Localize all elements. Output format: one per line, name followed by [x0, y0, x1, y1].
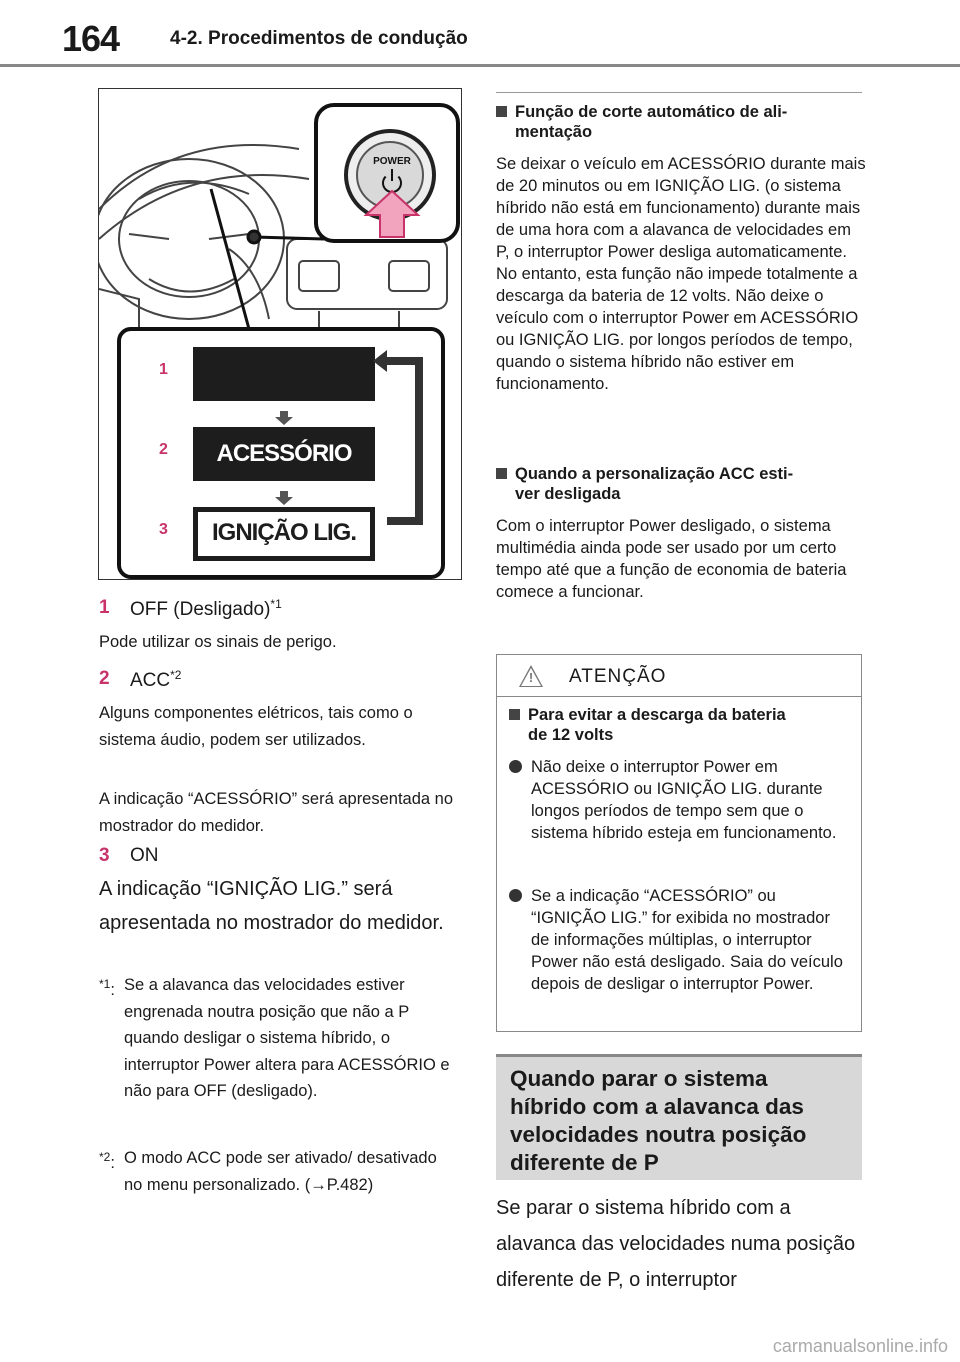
power-button-inset: POWER	[314, 103, 460, 243]
item-footnote-ref-1: *1	[270, 597, 282, 611]
item-marker-2: 2	[99, 668, 110, 689]
subheading-auto-shutoff: Função de corte automático de ali- menta…	[496, 102, 866, 142]
subheading-acc-custom: Quando a personalização ACC esti- ver de…	[496, 464, 866, 504]
warning-triangle-icon: !	[519, 665, 543, 687]
footnote-1-text: Se a alavanca das velocidades estiver en…	[124, 976, 450, 1100]
item-title-off: OFF (Desligado)*1	[130, 597, 282, 620]
footnote-1: *1: Se a alavanca das velocidades estive…	[99, 972, 467, 1105]
warning-bullet-1: Não deixe o interruptor Power em ACESSÓR…	[509, 756, 849, 844]
section-title: Quando parar o sistema híbrido com a ala…	[510, 1066, 807, 1175]
bullet-dot-icon	[509, 889, 522, 902]
acc-custom-body: Com o interruptor Power desligado, o sis…	[496, 517, 847, 601]
footnote-2-mark: *2	[99, 1150, 111, 1164]
mode-number-1: 1	[159, 361, 168, 378]
footnote-2: *2: O modo ACC pode ser ativado/ desativ…	[99, 1145, 459, 1198]
item-footnote-ref-2: *2	[170, 668, 182, 682]
watermark: carmanualsonline.info	[772, 1336, 948, 1356]
dashboard-illustration: POWER 1 2 ACESSÓRIO 3 IGNIÇÃO LIG.	[98, 88, 462, 580]
warning-title: ATENÇÃO	[569, 666, 667, 687]
power-button-label: POWER	[373, 156, 411, 167]
square-bullet-icon	[496, 106, 507, 117]
item-marker-3: 3	[99, 845, 110, 866]
down-arrow-icon	[275, 411, 293, 425]
mode-number-2: 2	[159, 441, 168, 458]
chapter-title: 4-2. Procedimentos de condução	[170, 28, 468, 49]
item-body-acc-a: Alguns componentes elétricos, tais como …	[99, 704, 413, 749]
mode-display-on: IGNIÇÃO LIG.	[193, 507, 375, 561]
section-body: Se parar o sistema híbrido com a alavanc…	[496, 1197, 856, 1291]
item-title-acc: ACC*2	[130, 668, 182, 691]
mode-number-3: 3	[159, 521, 168, 538]
header-divider	[0, 64, 960, 67]
item-body-off: Pode utilizar os sinais de perigo.	[99, 633, 337, 651]
cycle-arrow-icon	[373, 350, 423, 525]
auto-shutoff-body: Se deixar o veículo em ACESSÓRIO durante…	[496, 155, 866, 393]
warning-heading: Para evitar a descarga da bateria de 12 …	[509, 705, 854, 745]
footnote-1-mark: *1	[99, 977, 111, 991]
press-arrow-icon	[363, 189, 421, 238]
item-title-on: ON	[130, 845, 159, 866]
warning-header: ! ATENÇÃO	[497, 655, 861, 697]
page-number: 164	[62, 18, 120, 59]
down-arrow-icon	[275, 491, 293, 505]
mode-display-off	[193, 347, 375, 401]
square-bullet-icon	[496, 468, 507, 479]
power-mode-panel: 1 2 ACESSÓRIO 3 IGNIÇÃO LIG.	[117, 327, 445, 579]
mode-display-acc: ACESSÓRIO	[193, 427, 375, 481]
item-marker-1: 1	[99, 597, 110, 618]
section-heading-box: Quando parar o sistema híbrido com a ala…	[496, 1054, 862, 1180]
column-divider	[496, 92, 862, 93]
warning-bullet-2: Se a indicação “ACESSÓRIO” ou “IGNIÇÃO L…	[509, 885, 849, 995]
footnote-2-text: O modo ACC pode ser ativado/ desativado …	[124, 1149, 437, 1194]
bullet-dot-icon	[509, 760, 522, 773]
item-body-acc-b: A indicação “ACESSÓRIO” será apresentada…	[99, 790, 454, 835]
warning-box: ! ATENÇÃO Para evitar a descarga da bate…	[496, 654, 862, 1032]
square-bullet-icon	[509, 709, 520, 720]
warning-exclamation: !	[528, 670, 534, 685]
mode-display-on-label: IGNIÇÃO LIG.	[198, 512, 370, 554]
item-body-on: A indicação “IGNIÇÃO LIG.” será apresent…	[99, 878, 444, 934]
